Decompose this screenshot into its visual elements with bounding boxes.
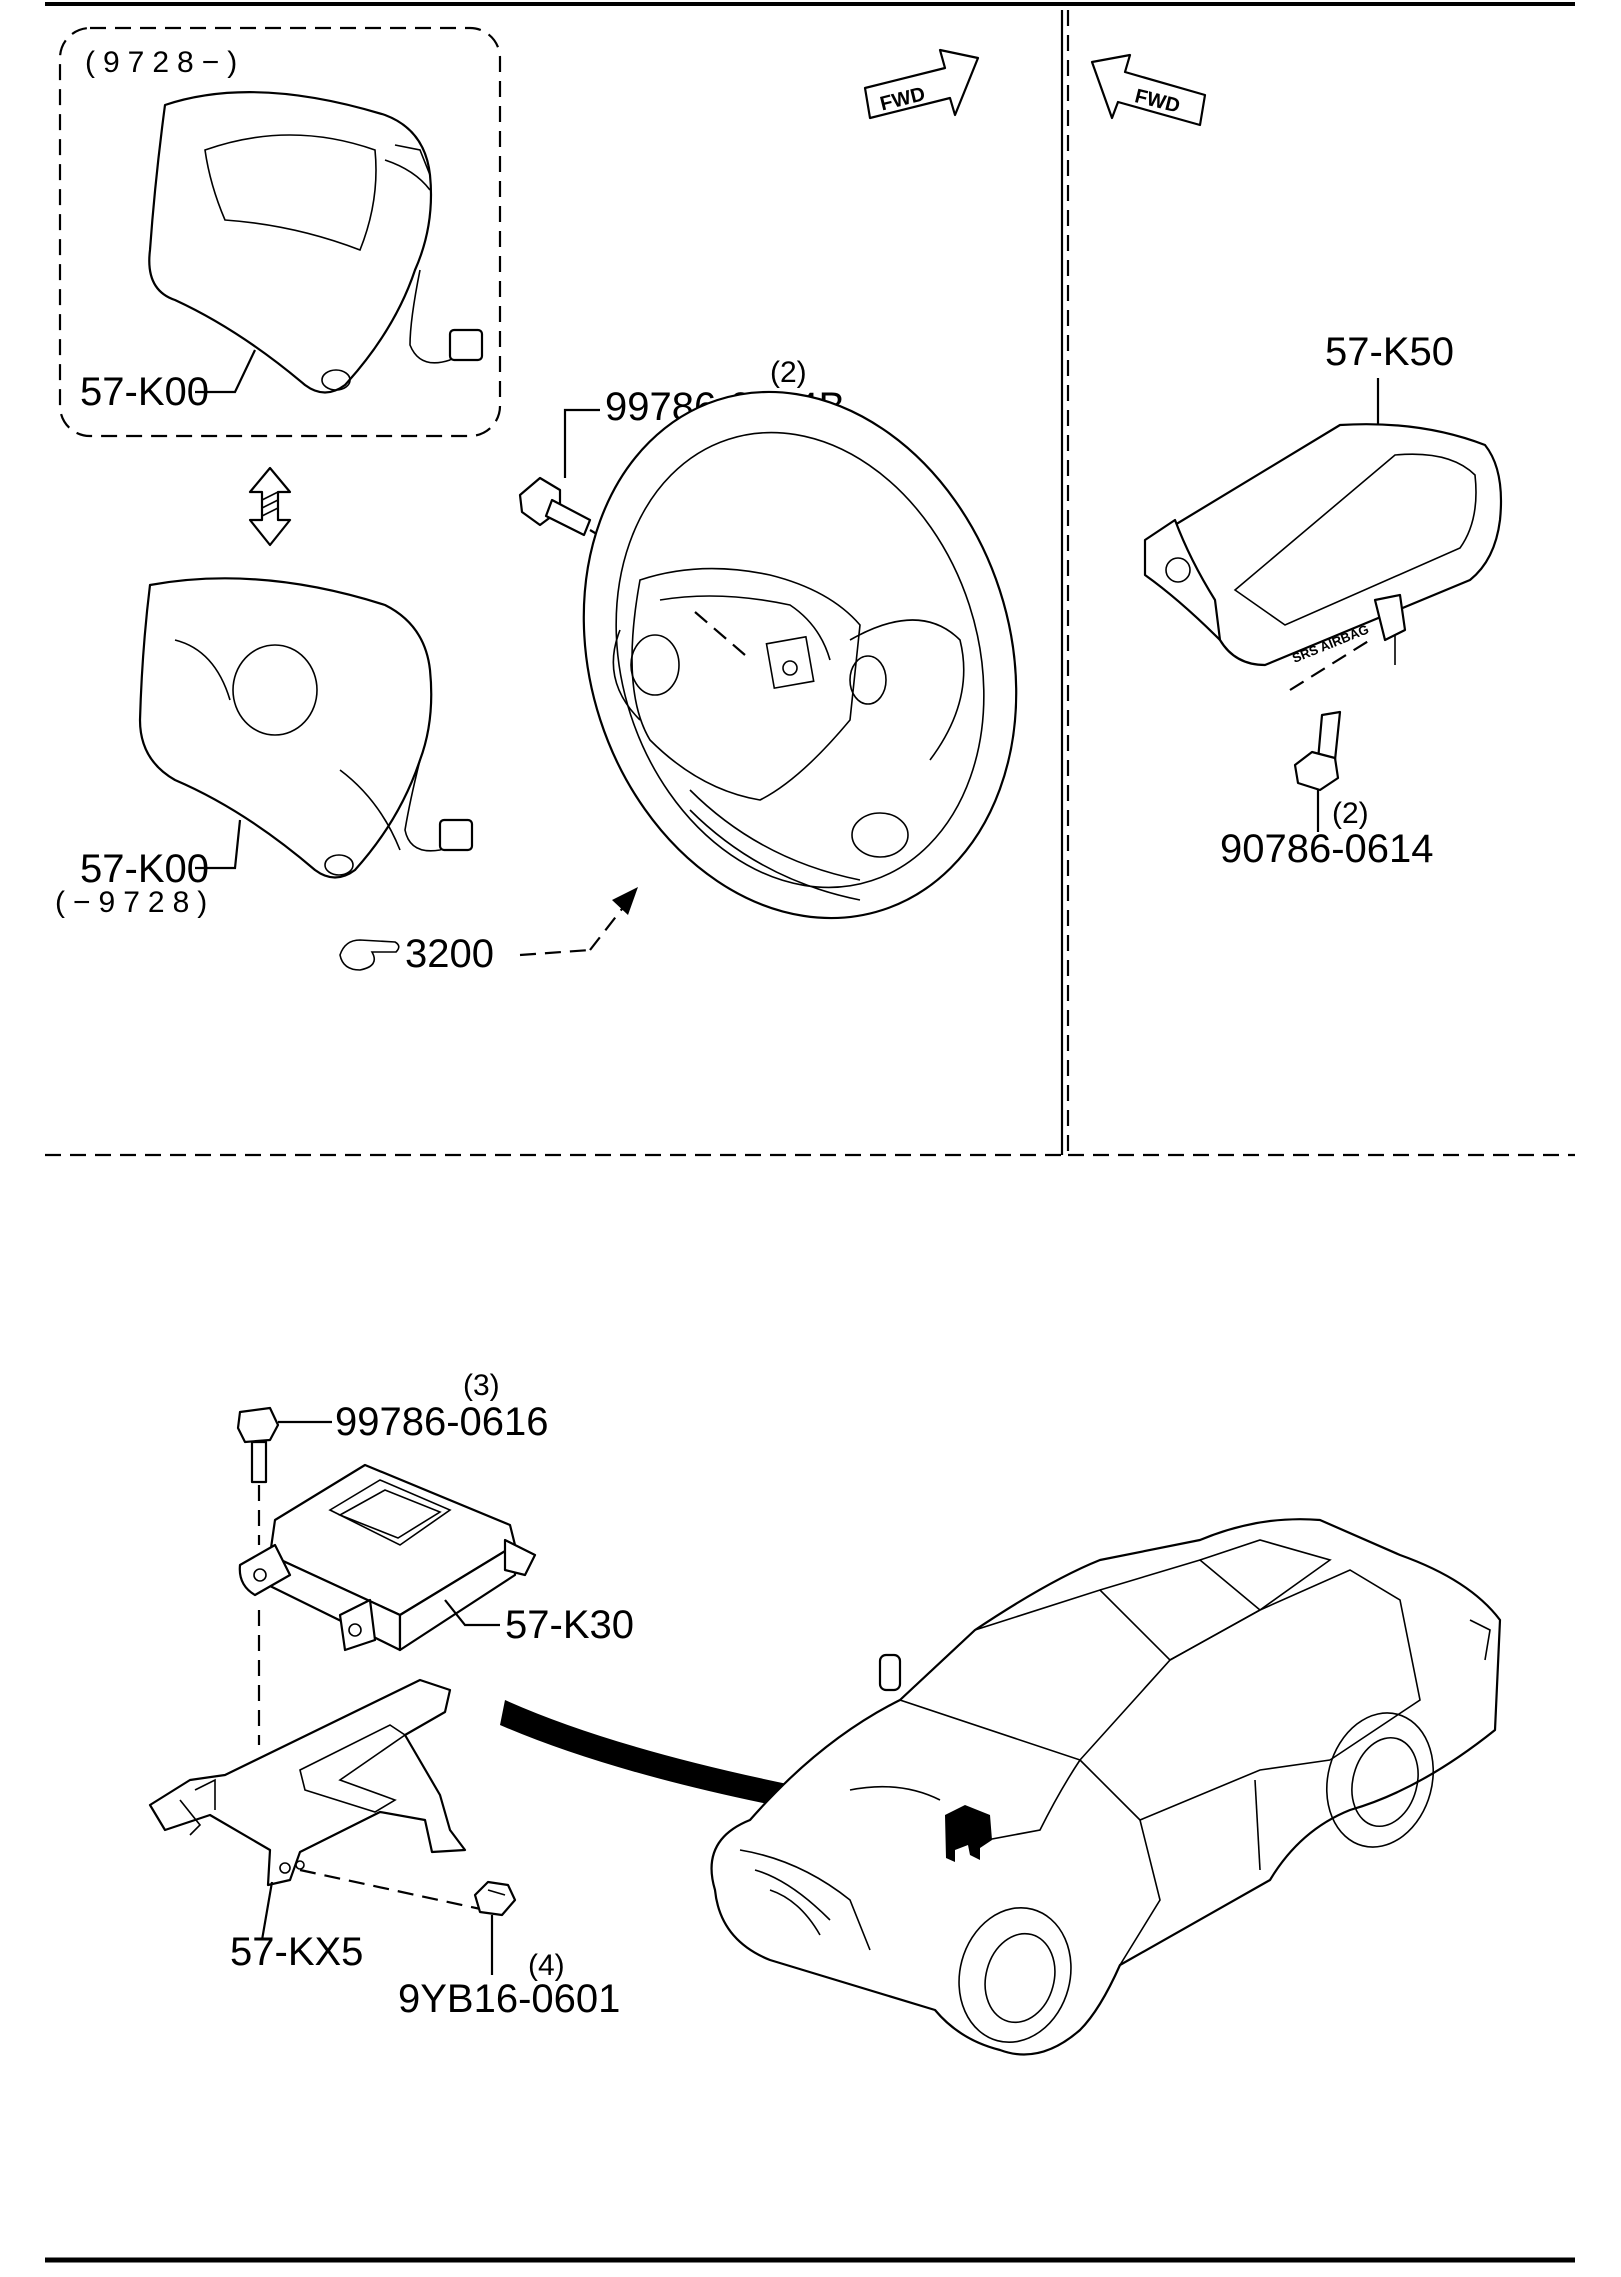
driver-airbag-old xyxy=(138,577,474,879)
leader-airbag-old xyxy=(195,819,242,870)
nut xyxy=(473,1880,517,1917)
passenger-airbag-label: 57-K50 xyxy=(1325,330,1454,374)
steering-bolt-qty: (2) xyxy=(770,356,807,389)
passenger-bolt-part-label: 90786-0614 xyxy=(1220,827,1434,871)
vehicle xyxy=(710,1518,1502,2056)
steering-wheel xyxy=(582,390,1018,920)
date-range-old-label: (−9728) xyxy=(55,886,215,919)
sensor-bolt xyxy=(236,1406,280,1484)
passenger-bolt-dash xyxy=(1289,639,1371,691)
sensor-location-marker xyxy=(945,1805,992,1862)
fwd-arrow-left-icon: FWD xyxy=(863,48,980,120)
nut-qty: (4) xyxy=(528,1949,565,1982)
driver-airbag-new xyxy=(148,91,484,394)
bracket xyxy=(148,1678,467,1887)
nut-part-label: 9YB16-0601 xyxy=(398,1977,620,2021)
airbag-module-new-label: 57-K00 xyxy=(80,370,209,414)
leader-airbag-new xyxy=(195,349,256,394)
passenger-bolt-qty: (2) xyxy=(1332,797,1369,830)
variant-box xyxy=(58,26,502,438)
sensor-unit-label: 57-K30 xyxy=(505,1603,634,1647)
sensor-unit xyxy=(238,1463,537,1652)
leader-sensor-unit xyxy=(444,1599,500,1627)
sensor-bolt-qty: (3) xyxy=(463,1369,500,1402)
pointer-hand-icon xyxy=(339,939,400,971)
ref-arrowhead xyxy=(612,887,638,915)
steering-wheel-ref-label: 3200 xyxy=(405,932,494,976)
passenger-airbag: SRS AIRBAG xyxy=(1143,423,1503,667)
steering-bolt xyxy=(518,476,592,537)
date-range-new-label: (9728−) xyxy=(85,46,245,79)
bracket-label: 57-KX5 xyxy=(230,1930,363,1974)
ref-dash-2 xyxy=(589,904,626,951)
leader-steering-bolt xyxy=(563,408,600,478)
fwd-arrow-right-icon: FWD xyxy=(1090,53,1207,127)
frame xyxy=(45,2,1575,2263)
airbag-module-old-label: 57-K00 xyxy=(80,847,209,891)
bracket-dash xyxy=(299,1868,486,1912)
sensor-bolt-part-label: 99786-0616 xyxy=(335,1400,549,1444)
interchange-arrow-icon xyxy=(248,466,292,547)
wheel-dash xyxy=(694,611,746,656)
passenger-bolt xyxy=(1293,710,1342,792)
ref-dash xyxy=(519,948,591,957)
leader-bracket xyxy=(260,1881,274,1941)
